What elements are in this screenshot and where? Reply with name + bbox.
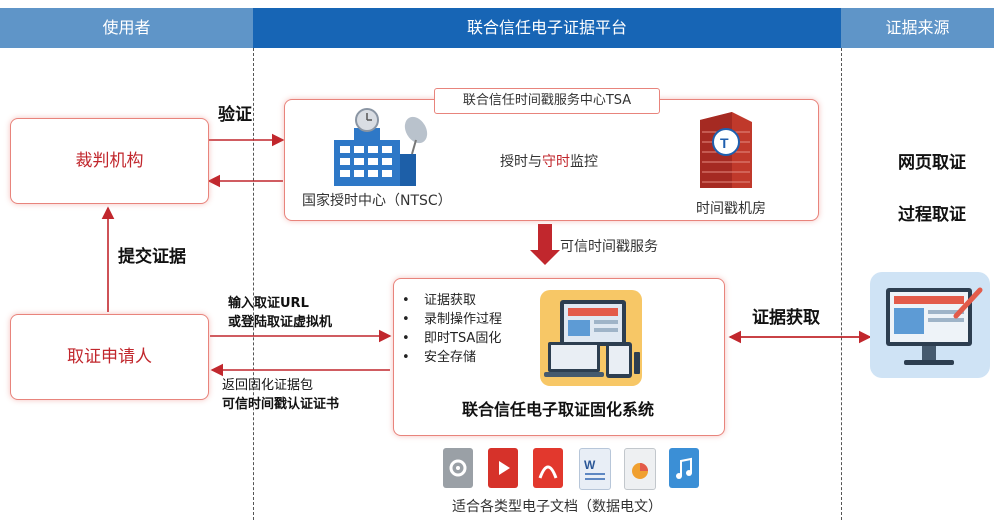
doc-caption: 适合各类型电子文档（数据电文） <box>452 499 662 515</box>
header-platform: 联合信任电子证据平台 <box>253 8 841 48</box>
applicant-box: 取证申请人 <box>10 314 209 400</box>
server-room-label: 时间戳机房 <box>696 201 766 217</box>
monitor-suffix: 监控 <box>570 154 598 170</box>
judge-box: 裁判机构 <box>10 118 209 204</box>
monitor-screen-icon <box>870 272 990 378</box>
feature-item: 证据获取 <box>402 291 502 310</box>
pdf-file-icon <box>533 448 563 488</box>
tsa-title: 联合信任时间戳服务中心TSA <box>434 88 660 114</box>
input-line-1: 输入取证URL <box>228 296 309 311</box>
source-web: 网页取证 <box>898 153 966 173</box>
monitor-highlight: 守时 <box>542 154 570 170</box>
right-divider <box>841 48 842 520</box>
service-arrow <box>530 224 560 265</box>
video-file-icon <box>488 448 518 488</box>
return-line-1: 返回固化证据包 <box>222 378 314 393</box>
monitor-label: 授时与守时监控 <box>500 151 598 171</box>
ntsc-label: 国家授时中心（NTSC） <box>302 193 452 209</box>
input-label: 输入取证URL 或登陆取证虚拟机 <box>228 294 332 332</box>
building-icon <box>334 108 428 186</box>
header-users: 使用者 <box>0 8 253 48</box>
word-file-icon: W <box>579 448 611 490</box>
system-name: 联合信任电子取证固化系统 <box>461 400 654 419</box>
return-label: 返回固化证据包 可信时间戳认证证书 <box>222 376 339 414</box>
devices-icon <box>540 290 642 386</box>
svg-text:W: W <box>584 458 596 472</box>
left-divider <box>253 48 254 520</box>
settings-file-icon <box>443 448 473 488</box>
feature-list: 证据获取 录制操作过程 即时TSA固化 安全存储 <box>402 291 502 367</box>
svg-text:T: T <box>720 135 729 151</box>
music-file-icon <box>669 448 699 488</box>
chart-file-icon <box>624 448 656 490</box>
monitor-prefix: 授时与 <box>500 154 542 170</box>
feature-item: 录制操作过程 <box>402 310 502 329</box>
header-sources: 证据来源 <box>841 8 994 48</box>
verify-label: 验证 <box>218 105 252 125</box>
applicant-label: 取证申请人 <box>67 347 152 367</box>
return-line-2: 可信时间戳认证证书 <box>222 397 340 412</box>
judge-label: 裁判机构 <box>75 151 144 171</box>
source-process: 过程取证 <box>898 205 966 225</box>
service-label: 可信时间戳服务 <box>560 239 658 255</box>
input-line-2: 或登陆取证虚拟机 <box>228 315 333 330</box>
submit-label: 提交证据 <box>118 247 186 267</box>
server-room-icon: T <box>700 112 752 188</box>
feature-item: 安全存储 <box>402 348 502 367</box>
evidence-get-label: 证据获取 <box>752 308 820 328</box>
feature-item: 即时TSA固化 <box>402 329 502 348</box>
